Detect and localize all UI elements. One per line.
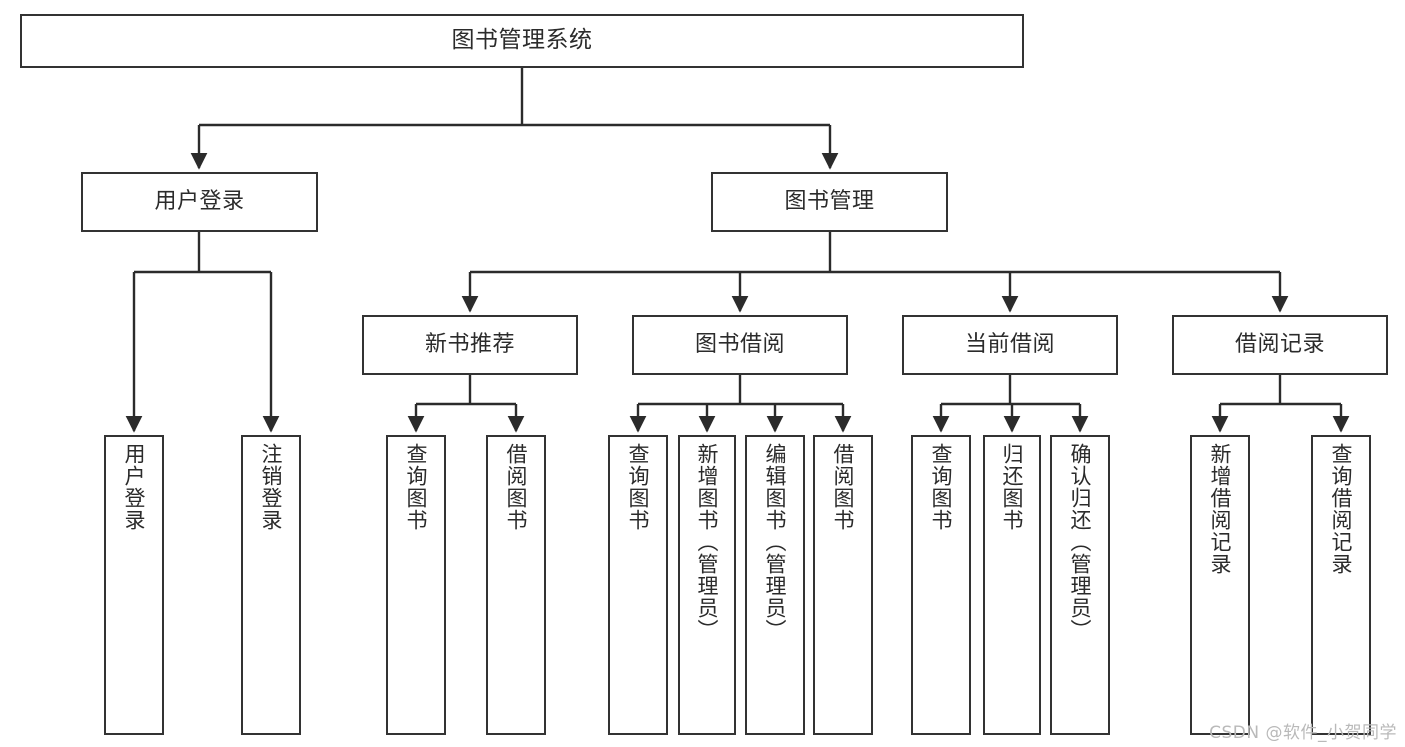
node-new-book-recommend[interactable]: 新书推荐	[362, 315, 578, 375]
node-book-management-label: 图书管理	[784, 188, 875, 214]
node-leaf-user-login[interactable]: 用户登录	[104, 435, 164, 735]
node-leaf-confirm-return-admin[interactable]: 确认归还（管理员）	[1050, 435, 1110, 735]
node-leaf-borrow-book-borrow[interactable]: 借阅图书	[813, 435, 873, 735]
node-leaf-return-book-label: 归还图书	[1000, 443, 1025, 531]
node-user-login[interactable]: 用户登录	[81, 172, 318, 232]
node-user-login-label: 用户登录	[154, 188, 245, 214]
node-new-book-recommend-label: 新书推荐	[424, 331, 515, 357]
node-leaf-logout-login[interactable]: 注销登录	[241, 435, 301, 735]
node-leaf-logout-login-label: 注销登录	[259, 443, 284, 531]
node-leaf-add-borrow-record[interactable]: 新增借阅记录	[1190, 435, 1250, 735]
node-leaf-user-login-label: 用户登录	[122, 443, 147, 531]
node-book-management[interactable]: 图书管理	[711, 172, 948, 232]
node-leaf-add-book-admin-label: 新增图书（管理员）	[695, 443, 720, 641]
node-leaf-confirm-return-admin-label: 确认归还（管理员）	[1068, 443, 1093, 641]
node-leaf-query-book-rec-label: 查询图书	[404, 443, 429, 531]
node-leaf-query-book-current-label: 查询图书	[929, 443, 954, 531]
node-leaf-query-book-current[interactable]: 查询图书	[911, 435, 971, 735]
node-leaf-borrow-book-rec[interactable]: 借阅图书	[486, 435, 546, 735]
node-leaf-query-borrow-record-label: 查询借阅记录	[1329, 443, 1354, 575]
node-leaf-return-book[interactable]: 归还图书	[983, 435, 1041, 735]
node-root-label: 图书管理系统	[451, 27, 593, 54]
node-leaf-add-book-admin[interactable]: 新增图书（管理员）	[678, 435, 736, 735]
node-leaf-query-borrow-record[interactable]: 查询借阅记录	[1311, 435, 1371, 735]
node-root[interactable]: 图书管理系统	[20, 14, 1024, 68]
node-borrow-record[interactable]: 借阅记录	[1172, 315, 1388, 375]
node-leaf-query-book-rec[interactable]: 查询图书	[386, 435, 446, 735]
csdn-watermark: CSDN @软件_小贺同学	[1209, 723, 1397, 743]
node-leaf-edit-book-admin-label: 编辑图书（管理员）	[763, 443, 788, 641]
node-leaf-edit-book-admin[interactable]: 编辑图书（管理员）	[745, 435, 805, 735]
node-leaf-query-book-borrow[interactable]: 查询图书	[608, 435, 668, 735]
node-book-borrow[interactable]: 图书借阅	[632, 315, 848, 375]
node-borrow-record-label: 借阅记录	[1234, 331, 1325, 357]
node-current-borrow[interactable]: 当前借阅	[902, 315, 1118, 375]
node-current-borrow-label: 当前借阅	[964, 331, 1055, 357]
node-leaf-borrow-book-rec-label: 借阅图书	[504, 443, 529, 531]
node-leaf-add-borrow-record-label: 新增借阅记录	[1208, 443, 1233, 575]
node-leaf-query-book-borrow-label: 查询图书	[626, 443, 651, 531]
node-leaf-borrow-book-borrow-label: 借阅图书	[831, 443, 856, 531]
node-book-borrow-label: 图书借阅	[694, 331, 785, 357]
